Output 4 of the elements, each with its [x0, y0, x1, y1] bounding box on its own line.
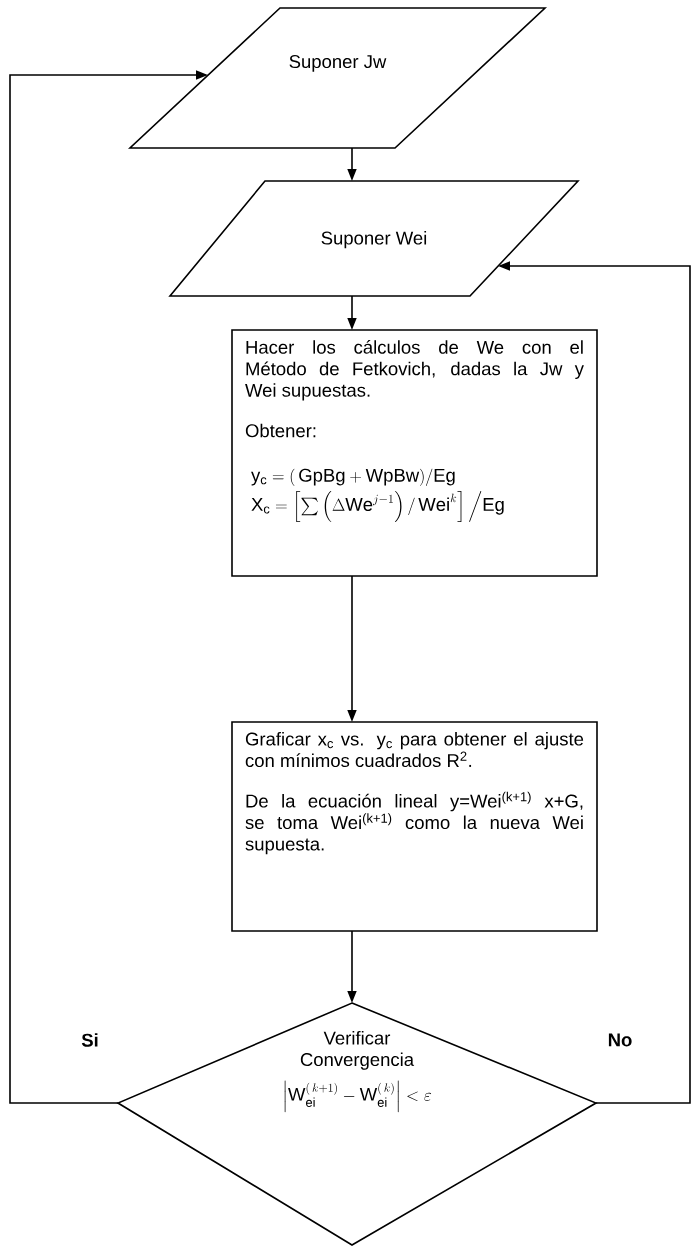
edge-label: Si [81, 1033, 98, 1047]
process-box: Hacer los cálculos de We con el Método de Fetkovich, dadas la Jw y Wei supuestas. Obtener: $\mathrm{y}_{\mathrm{c}} = (\,\mathrm{GpBg} + \mathrm{WpBw})/\mathrm{Eg}$ $\mathrm{X}_{\mathrm{c}} = \left[\sum\left(\Delta \mathrm{We}^{j-1}\right)/\,\mathrm{Wei}^{k}\right]\Big/\mathrm{Eg}$ [231, 329, 598, 577]
edge-label: No [608, 1033, 632, 1047]
process-box: Graficar x$_{c}$ vs. y$_{c}$ para obtener el ajuste con mínimos cuadrados R$^{2}$. De la ecuación lineal y=Wei$^{(k+1)}$ x+G, se toma Wei$^{(k+1)}$ como la nueva Wei supuesta. [231, 721, 598, 932]
